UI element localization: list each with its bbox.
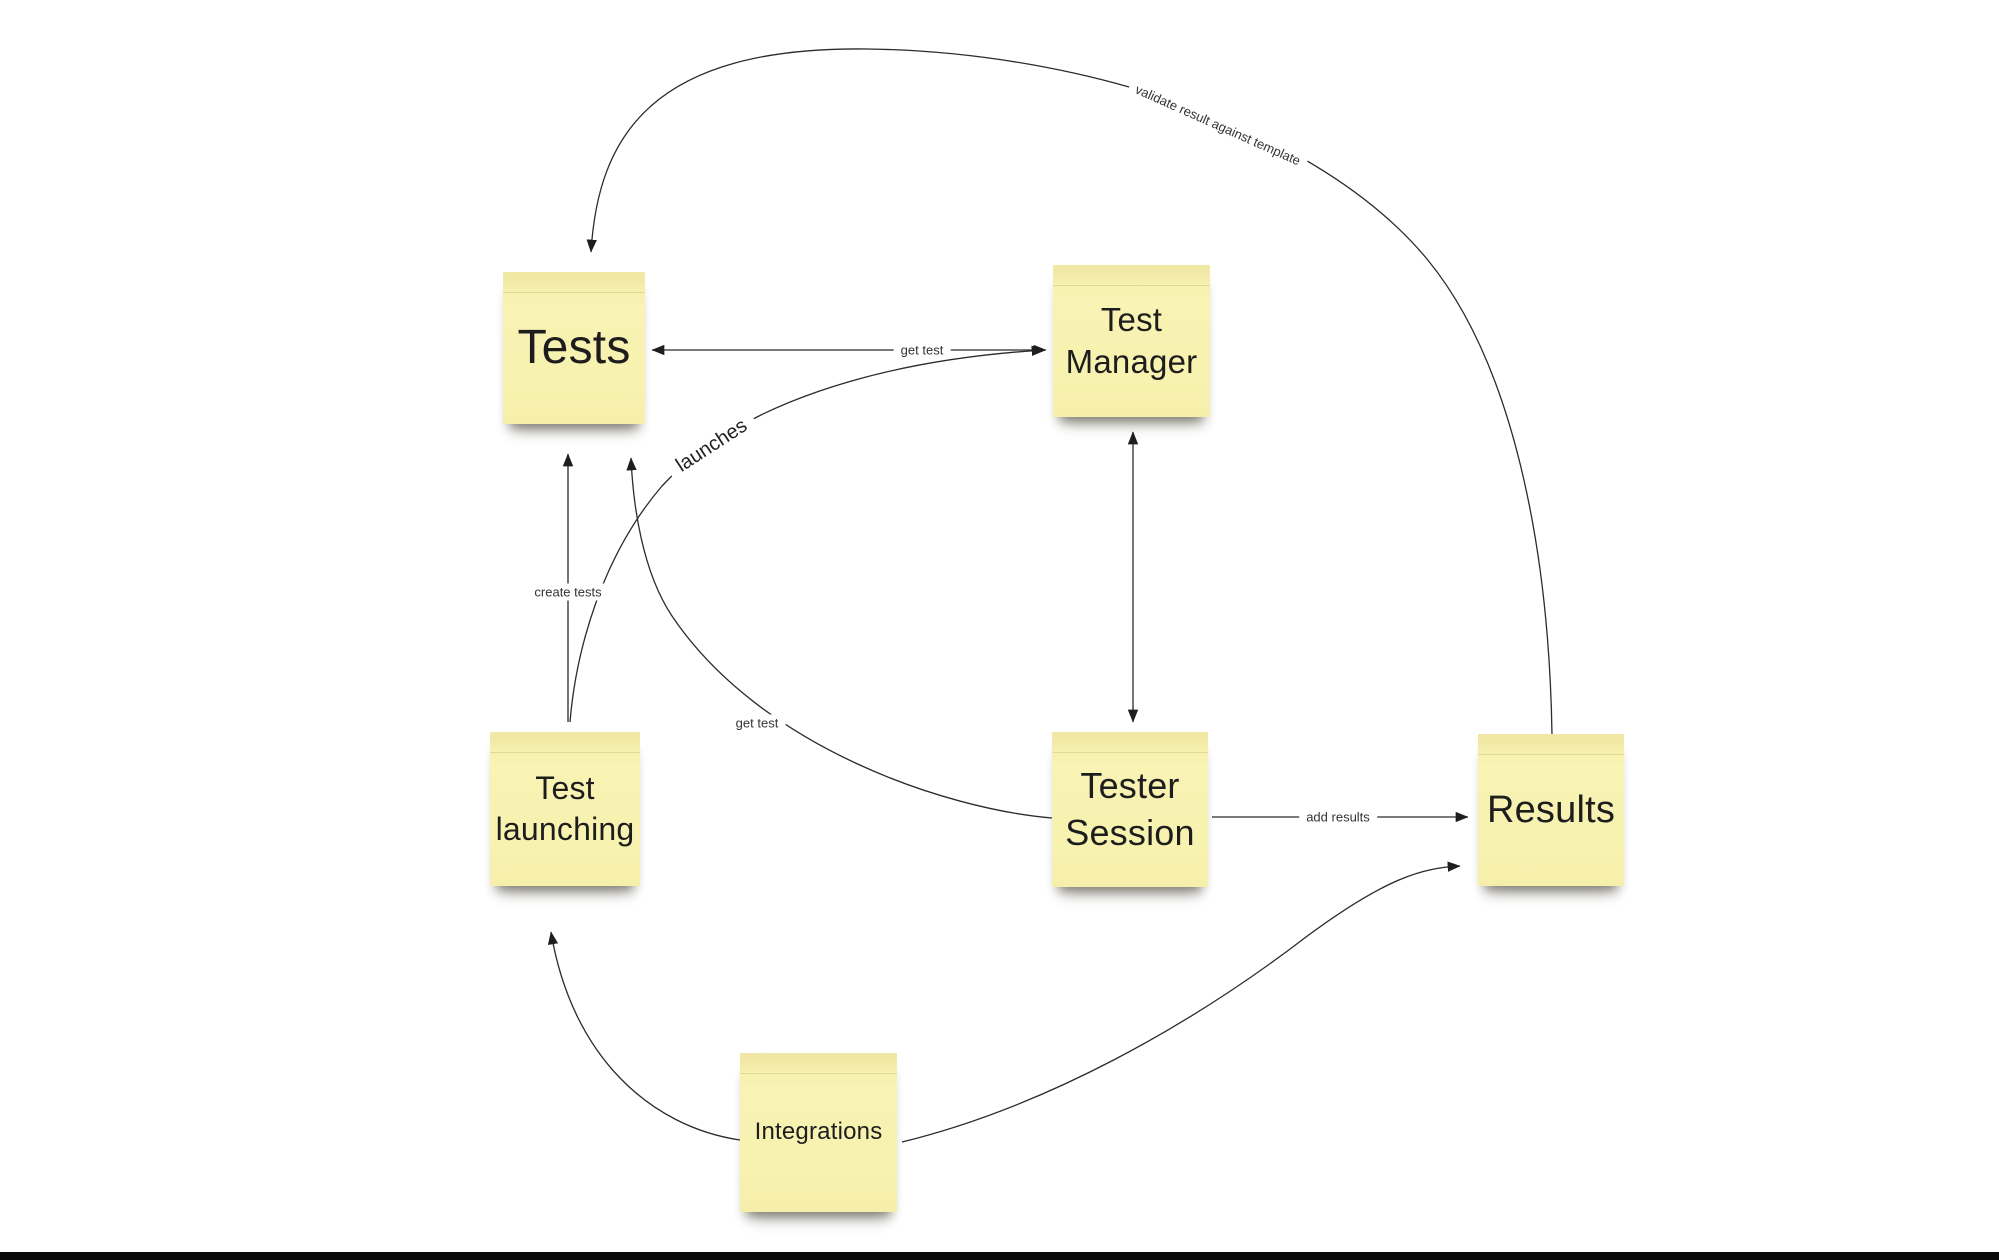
edge-label-create-tests[interactable]: create tests: [527, 583, 609, 601]
edge-tester-session-tests-get-test[interactable]: [626, 457, 1053, 819]
sticky-note-tester-session[interactable]: Tester Session: [1052, 732, 1208, 887]
sticky-note-test-manager[interactable]: Test Manager: [1053, 265, 1210, 417]
edge-label-get-test-tests-test-manager[interactable]: get test: [893, 341, 951, 359]
edge-label-add-results[interactable]: add results: [1299, 808, 1377, 826]
sticky-note-integrations[interactable]: Integrations: [740, 1053, 897, 1212]
sticky-note-label: Tester Session: [1065, 765, 1195, 853]
sticky-note-label: Test Manager: [1065, 300, 1198, 380]
edge-integrations-test-launching[interactable]: [547, 931, 741, 1141]
sticky-note-tests[interactable]: Tests: [503, 272, 645, 424]
sticky-note-results[interactable]: Results: [1478, 734, 1624, 886]
sticky-note-label: Results: [1486, 788, 1616, 831]
sticky-note-test-launching[interactable]: Test launching: [490, 732, 640, 886]
edge-label-get-test-tester-session-tests[interactable]: get test: [728, 714, 786, 732]
sticky-note-label: Test launching: [495, 770, 635, 847]
edge-integrations-results[interactable]: [901, 861, 1461, 1143]
bottom-screen-bar: [0, 1252, 1999, 1260]
sticky-note-label: Integrations: [754, 1118, 883, 1146]
sticky-note-label: Tests: [517, 321, 631, 375]
